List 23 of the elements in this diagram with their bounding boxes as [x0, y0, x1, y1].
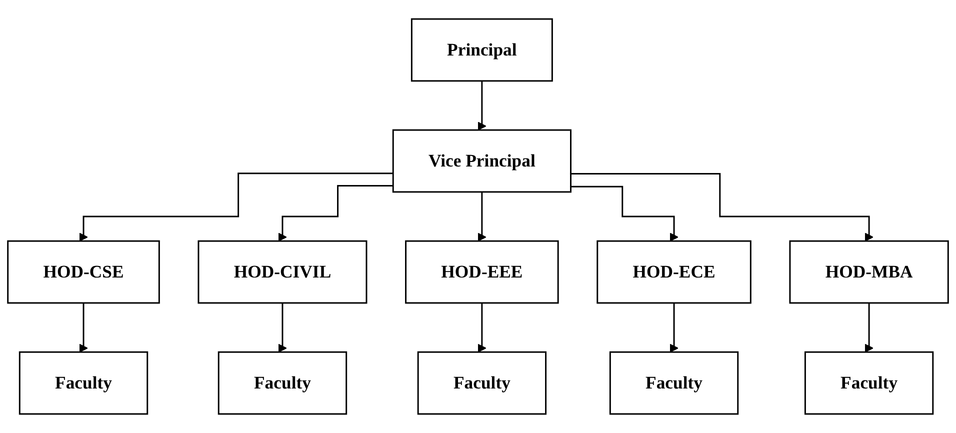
arrow [570, 172, 874, 242]
arrow [864, 302, 874, 352]
node-box: HOD-MBA [789, 240, 949, 304]
arrow [79, 302, 88, 352]
arrow [278, 302, 287, 352]
arrow [478, 80, 486, 130]
node-box: HOD-ECE [596, 240, 752, 304]
node-box: HOD-EEE [405, 240, 559, 304]
node-box: Vice Principal [392, 129, 572, 193]
node-box: Principal [410, 18, 553, 82]
node-box: Faculty [18, 351, 148, 415]
arrow [278, 184, 394, 242]
arrow [79, 172, 394, 242]
node-box: Faculty [417, 351, 547, 415]
node-box: HOD-CIVIL [198, 240, 368, 304]
node-box: Faculty [609, 351, 739, 415]
arrow [670, 302, 678, 352]
arrow [570, 186, 678, 242]
arrow [478, 191, 486, 242]
node-box: Faculty [218, 351, 348, 415]
node-box: Faculty [804, 351, 934, 415]
arrow [478, 302, 486, 352]
node-box: HOD-CSE [7, 240, 160, 304]
